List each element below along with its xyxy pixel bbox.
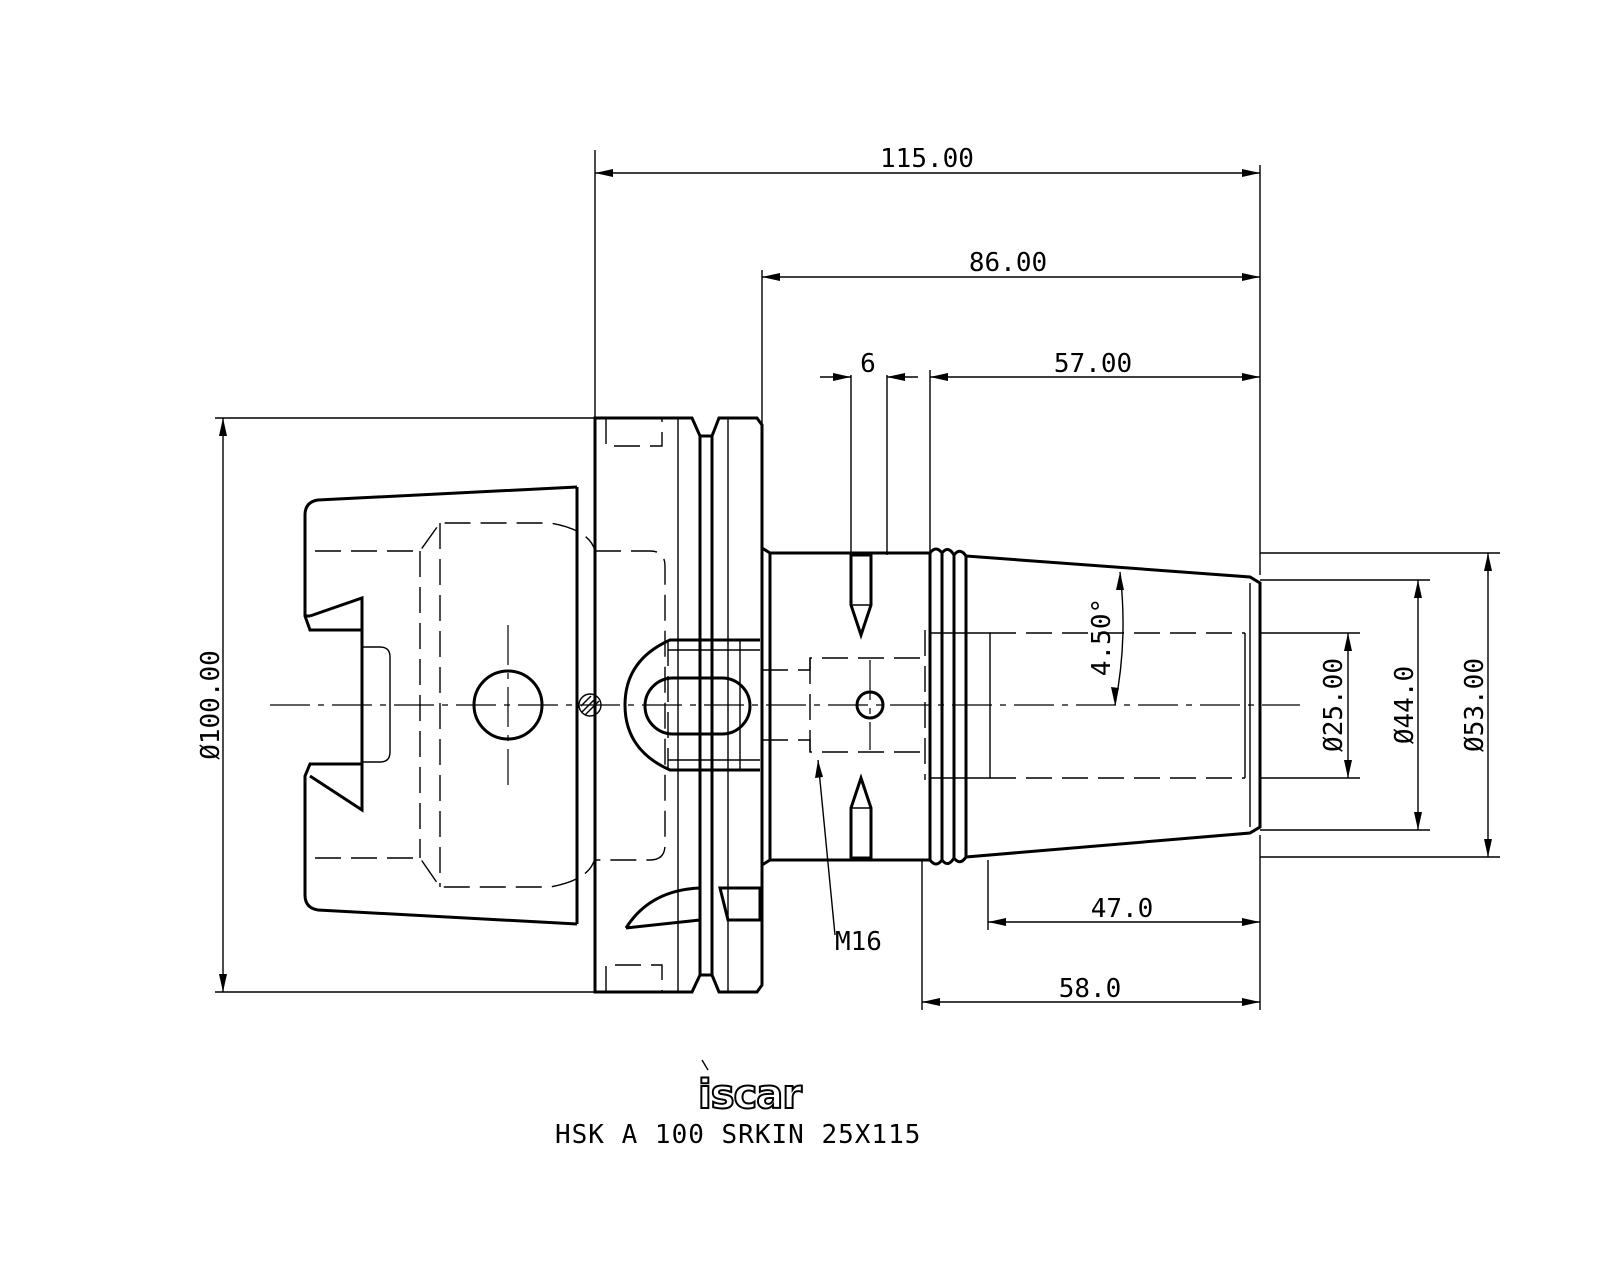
- dim-nose-tip-diameter: Ø44.0: [1390, 580, 1422, 830]
- iscar-logo: iscar: [697, 1059, 804, 1119]
- drive-hole: [472, 669, 544, 741]
- set-screw-bottom: [849, 773, 873, 860]
- dim-overall-length-label: 115.00: [880, 144, 974, 174]
- svg-text:iscar: iscar: [698, 1072, 802, 1118]
- dim-nose-tip-diameter-label: Ø44.0: [1390, 666, 1420, 744]
- pin: [578, 693, 602, 717]
- set-screw-top: [849, 553, 873, 640]
- dim-flange-diameter-label: Ø100.00: [196, 650, 226, 760]
- dim-nose-base-diameter-label: Ø53.00: [1460, 658, 1490, 752]
- dim-thread-label: M16: [835, 927, 882, 957]
- dim-body-length: 86.00: [762, 248, 1260, 281]
- extension-lines: [215, 150, 1500, 1010]
- dim-taper-angle: 4.50°: [1087, 571, 1124, 706]
- dim-thread: M16: [815, 759, 882, 957]
- dim-slot-width-label: 6: [860, 349, 876, 379]
- body: [761, 546, 968, 867]
- dim-shrink-length: 58.0: [922, 974, 1260, 1006]
- dim-nose-length: 57.00: [930, 349, 1260, 381]
- drive-slot: [623, 638, 760, 772]
- dim-taper-angle-label: 4.50°: [1087, 598, 1117, 676]
- dim-slot-width: 6: [820, 349, 918, 381]
- dim-bore-depth-label: 47.0: [1091, 894, 1154, 924]
- dim-body-length-label: 86.00: [969, 248, 1047, 278]
- hsk-shank: [303, 485, 602, 926]
- dim-shrink-length-label: 58.0: [1059, 974, 1122, 1004]
- nose: [930, 554, 1262, 859]
- dim-bore-diameter: Ø25.00: [1319, 633, 1352, 778]
- dim-bore-depth: 47.0: [988, 894, 1260, 926]
- dim-bore-diameter-label: Ø25.00: [1319, 658, 1349, 752]
- dim-nose-base-diameter: Ø53.00: [1460, 553, 1492, 857]
- flange: [593, 416, 764, 994]
- dim-overall-length: 115.00: [595, 144, 1260, 177]
- dim-nose-length-label: 57.00: [1054, 349, 1132, 379]
- dim-flange-diameter: Ø100.00: [196, 418, 227, 992]
- product-code: HSK A 100 SRKIN 25X115: [555, 1120, 921, 1150]
- cross-hole: [855, 690, 885, 720]
